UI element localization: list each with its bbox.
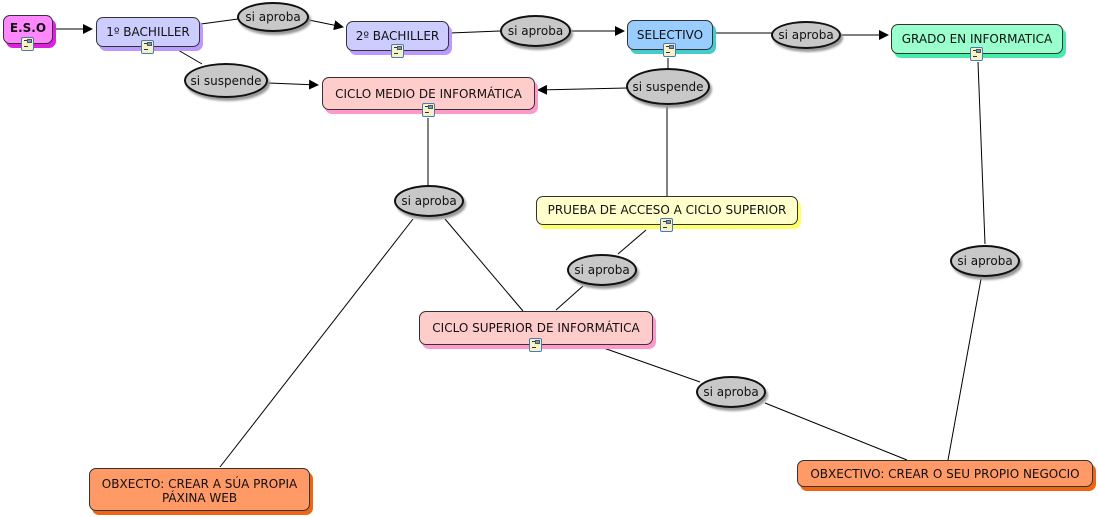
linking-phrase-si-suspende[interactable]: si suspende: [184, 63, 268, 98]
node-grado-informatica[interactable]: GRADO EN INFORMATICA: [891, 24, 1063, 61]
linking-phrase-si-aproba[interactable]: si aproba: [567, 254, 637, 286]
linking-phrase-label: si aproba: [401, 194, 457, 208]
edge-l2-ciclo-medio: [267, 79, 319, 90]
linking-phrase-label: si suspende: [632, 79, 704, 94]
linking-phrase-label: si aproba: [245, 10, 301, 24]
node-1-bachiller-label: 1º BACHILLER: [106, 25, 190, 39]
document-icon[interactable]: [141, 40, 154, 54]
node-ciclo-superior-label: CICLO SUPERIOR DE INFORMÁTICA: [432, 321, 640, 335]
linking-phrase-si-aproba[interactable]: si aproba: [394, 185, 464, 217]
node-eso-label: E.S.O: [9, 21, 47, 35]
linking-phrase-si-aproba[interactable]: si aproba: [500, 15, 571, 47]
node-prueba-acceso-label: PRUEBA DE ACCESO A CICLO SUPERIOR: [547, 203, 787, 217]
node-grado-informatica-label: GRADO EN INFORMATICA: [901, 32, 1053, 46]
edge-grado-l9: [977, 61, 986, 245]
linking-phrase-label: si aproba: [778, 28, 834, 42]
linking-phrase-si-suspende[interactable]: si suspende: [626, 68, 710, 105]
document-icon[interactable]: [529, 338, 542, 352]
edge-l1-bach2: [308, 19, 344, 31]
document-icon[interactable]: [663, 43, 676, 57]
edge-prueba-l7: [617, 229, 647, 255]
edge-ciclo-sup-l8: [597, 345, 701, 383]
edge-l9-obx-neg: [947, 278, 982, 461]
edge-l6-obx-web: [219, 218, 414, 468]
node-obxecto-paxina-web-label: OBXECTO: CREAR A SÚA PROPIA PÁXINA WEB: [101, 477, 298, 505]
edge-l7-ciclo-sup: [555, 285, 584, 311]
node-ciclo-medio-label: CICLO MEDIO DE INFORMÁTICA: [335, 87, 522, 101]
edge-l5-ciclo-medio: [537, 84, 628, 95]
edge-l6-ciclo-sup: [444, 218, 524, 312]
node-obxectivo-negocio-label: OBXECTIVO: CREAR O SEU PROPIO NEGOCIO: [810, 467, 1080, 481]
node-ciclo-superior[interactable]: CICLO SUPERIOR DE INFORMÁTICA: [419, 311, 653, 352]
node-prueba-acceso[interactable]: PRUEBA DE ACCESO A CICLO SUPERIOR: [536, 196, 798, 232]
linking-phrase-si-aproba[interactable]: si aproba: [950, 245, 1020, 277]
node-selectivo[interactable]: SELECTIVO: [627, 20, 713, 57]
linking-phrase-label: si aproba: [574, 263, 630, 277]
node-2-bachiller-label: 2º BACHILLER: [355, 29, 440, 43]
edge-bach2-l3: [449, 30, 501, 34]
document-icon[interactable]: [21, 37, 34, 51]
document-icon[interactable]: [970, 47, 983, 61]
edge-bach1-l1: [200, 18, 239, 25]
node-ciclo-medio[interactable]: CICLO MEDIO DE INFORMÁTICA: [322, 77, 535, 117]
edge-l8-obx-neg: [764, 402, 908, 461]
linking-phrase-label: si suspende: [190, 73, 262, 88]
node-2-bachiller[interactable]: 2º BACHILLER: [346, 21, 449, 58]
document-icon[interactable]: [660, 218, 673, 232]
linking-phrase-si-aproba[interactable]: si aproba: [237, 2, 309, 32]
document-icon[interactable]: [390, 44, 404, 58]
edge-bach1-l2: [177, 49, 203, 65]
linking-phrase-si-aproba[interactable]: si aproba: [771, 21, 841, 49]
linking-phrase-si-aproba[interactable]: si aproba: [696, 376, 766, 408]
document-icon[interactable]: [421, 103, 435, 117]
node-eso[interactable]: E.S.O: [3, 15, 53, 51]
node-obxecto-paxina-web[interactable]: OBXECTO: CREAR A SÚA PROPIA PÁXINA WEB: [89, 468, 310, 511]
node-obxectivo-negocio[interactable]: OBXECTIVO: CREAR O SEU PROPIO NEGOCIO: [797, 460, 1093, 487]
node-selectivo-label: SELECTIVO: [636, 28, 704, 42]
node-1-bachiller[interactable]: 1º BACHILLER: [96, 17, 200, 54]
linking-phrase-label: si aproba: [957, 254, 1013, 268]
linking-phrase-label: si aproba: [507, 24, 564, 38]
linking-phrase-label: si aproba: [703, 385, 759, 399]
